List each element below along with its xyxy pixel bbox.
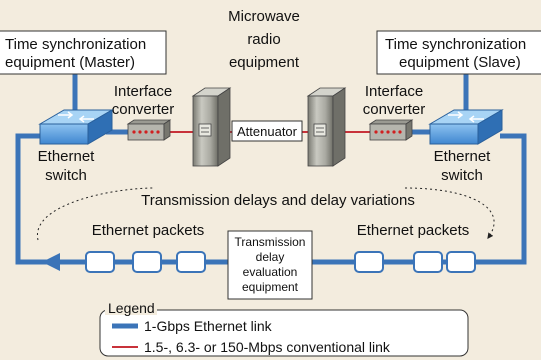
- packet: [413, 251, 443, 273]
- packets-right-group: [354, 251, 476, 273]
- packets-left-group: [85, 251, 206, 273]
- interface-converter-right: [368, 119, 414, 141]
- slave-equipment-box: Time synchronization equipment (Slave): [376, 30, 541, 75]
- slave-box-line1: Time synchronization: [385, 36, 526, 53]
- ethernet-switch-left: [38, 109, 114, 145]
- evaluation-line3: evaluation: [243, 265, 298, 279]
- attenuator-label: Attenuator: [237, 124, 298, 139]
- evaluation-line1: Transmission: [235, 235, 306, 249]
- packets-right-label: Ethernet packets: [357, 222, 470, 239]
- master-box-line1: Time synchronization: [5, 36, 146, 53]
- packet: [446, 251, 476, 273]
- transmission-delays-label: Transmission delays and delay variations: [141, 192, 415, 209]
- direction-arrow: [42, 253, 60, 271]
- evaluation-line4: equipment: [242, 280, 299, 294]
- packet: [132, 251, 162, 273]
- packet: [176, 251, 206, 273]
- master-equipment-box: Time synchronization equipment (Master): [0, 30, 167, 75]
- attenuator-box: Attenuator: [231, 120, 303, 142]
- switch-right-line2: switch: [441, 167, 483, 184]
- iface-right-line2: converter: [363, 101, 426, 118]
- iface-left-line2: converter: [112, 101, 175, 118]
- packet: [85, 251, 115, 273]
- master-box-line2: equipment (Master): [5, 54, 135, 71]
- switch-right-line1: Ethernet: [434, 148, 492, 165]
- microwave-line3: equipment: [229, 54, 300, 71]
- packet: [354, 251, 384, 273]
- microwave-line2: radio: [247, 31, 280, 48]
- ethernet-switch-right: [428, 109, 504, 145]
- slave-box-line2: equipment (Slave): [399, 54, 521, 71]
- evaluation-line2: delay: [256, 250, 285, 264]
- iface-left-line1: Interface: [114, 83, 172, 100]
- switch-left-line1: Ethernet: [38, 148, 96, 165]
- legend-item-ethernet: 1-Gbps Ethernet link: [144, 318, 273, 334]
- dashed-delay-arrow: [37, 187, 495, 240]
- microwave-equipment-left: [191, 87, 232, 167]
- iface-right-line1: Interface: [365, 83, 423, 100]
- delay-evaluation-box: Transmission delay evaluation equipment: [227, 230, 313, 300]
- legend: Legend 1-Gbps Ethernet link 1.5-, 6.3- o…: [99, 300, 469, 357]
- microwave-equipment-right: [306, 87, 347, 167]
- microwave-label: Microwave radio equipment: [228, 8, 300, 71]
- legend-title: Legend: [108, 300, 155, 316]
- legend-item-conventional: 1.5-, 6.3- or 150-Mbps conventional link: [144, 339, 391, 355]
- microwave-line1: Microwave: [228, 8, 300, 25]
- packets-left-label: Ethernet packets: [92, 222, 205, 239]
- switch-left-line2: switch: [45, 167, 87, 184]
- interface-converter-left: [126, 119, 172, 141]
